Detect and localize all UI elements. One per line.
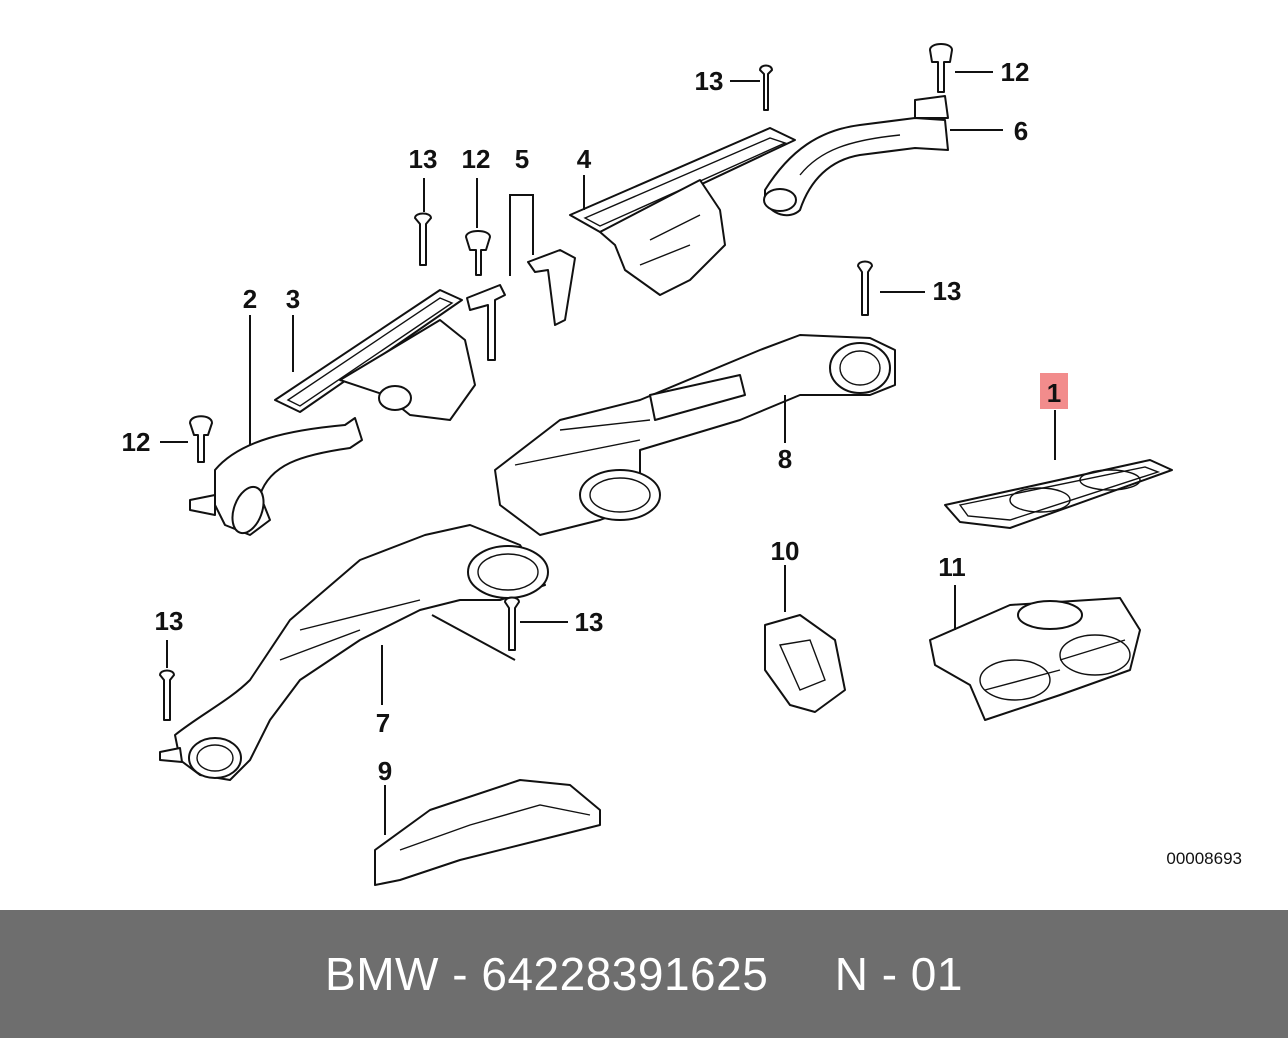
part-9-duct <box>374 779 601 886</box>
callout-2: 2 <box>243 284 257 314</box>
callout-13-lower-mid: 13 <box>575 607 604 637</box>
footer-gap <box>768 947 834 1001</box>
callout-9: 9 <box>378 756 392 786</box>
callout-7: 7 <box>376 708 390 738</box>
part-4-vent <box>569 127 796 296</box>
callout-11: 11 <box>938 552 966 582</box>
part-11-vent-assembly <box>929 597 1141 721</box>
callout-1-highlight <box>1040 373 1068 409</box>
part-7-duct <box>159 524 549 781</box>
callout-12-top-right: 12 <box>1001 57 1030 87</box>
part-10-clip <box>764 614 846 713</box>
callout-8: 8 <box>778 444 792 474</box>
callout-13-right: 13 <box>933 276 962 306</box>
callout-labels: 1 2 3 4 5 6 7 8 9 10 11 12 12 12 13 13 1… <box>122 57 1068 786</box>
part-number-banner: BMW - 64228391625 N - 01 <box>0 910 1288 1038</box>
footer-part-number: 64228391625 <box>481 948 769 1000</box>
part-1-gasket <box>944 459 1173 529</box>
callout-4: 4 <box>577 144 592 174</box>
callout-12-left: 12 <box>122 427 151 457</box>
footer-brand: BMW <box>325 948 439 1000</box>
callout-1: 1 <box>1047 378 1061 408</box>
part-2-duct <box>189 417 363 536</box>
leader-lines <box>160 71 1056 835</box>
callout-5: 5 <box>515 144 529 174</box>
callout-3: 3 <box>286 284 300 314</box>
fastener-screws <box>159 43 953 721</box>
part-3-vent <box>274 289 476 421</box>
callout-13-top: 13 <box>695 66 724 96</box>
footer-code: N - 01 <box>834 948 963 1000</box>
exploded-parts-diagram: 1 2 3 4 5 6 7 8 9 10 11 12 12 12 13 13 1… <box>122 43 1242 886</box>
footer-separator: - <box>438 948 482 1000</box>
part-6-duct <box>763 95 949 217</box>
diagram-reference-number: 00008693 <box>1166 849 1242 868</box>
part-8-duct <box>494 334 896 536</box>
part-5-brackets <box>466 249 576 361</box>
callout-12-mid: 12 <box>462 144 491 174</box>
callout-13-lower-left: 13 <box>155 606 184 636</box>
callout-10: 10 <box>771 536 800 566</box>
callout-13-mid-left: 13 <box>409 144 438 174</box>
callout-6: 6 <box>1014 116 1028 146</box>
